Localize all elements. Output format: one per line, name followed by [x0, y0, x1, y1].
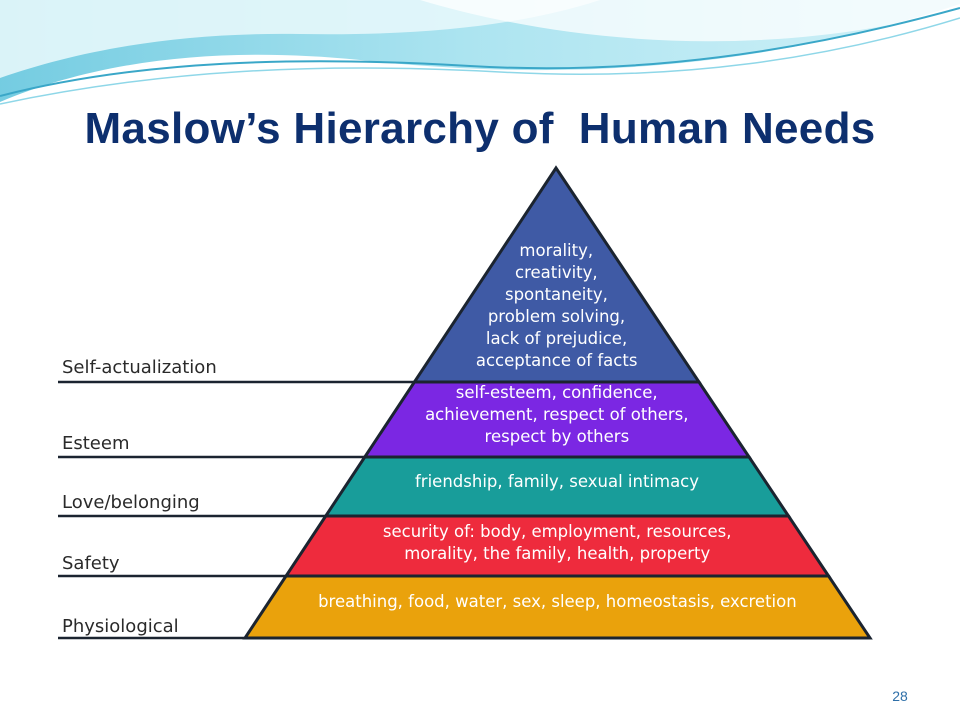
slide-title: Maslow’s Hierarchy of Human Needs	[84, 104, 876, 153]
level-text-self-actualization: morality,	[519, 241, 593, 260]
level-text-esteem: respect by others	[485, 427, 630, 446]
level-label-self-actualization: Self-actualization	[62, 357, 217, 378]
level-name-labels: Self-actualizationEsteemLove/belongingSa…	[62, 357, 217, 637]
pyramid-level-texts: morality, creativity, spontaneity, problem …	[318, 241, 797, 611]
level-label-physiological: Physiological	[62, 616, 179, 637]
level-label-safety: Safety	[62, 553, 120, 574]
level-text-self-actualization: creativity,	[515, 263, 598, 282]
level-text-love-belonging: friendship, family, sexual intimacy	[415, 472, 699, 491]
level-label-love-belonging: Love/belonging	[62, 492, 200, 513]
header-wave-decoration	[0, 0, 960, 105]
level-text-self-actualization: lack of prejudice,	[486, 329, 627, 348]
level-text-physiological: breathing, food, water, sex, sleep, home…	[318, 592, 797, 611]
pyramid-level-physiological	[242, 574, 873, 640]
pyramid-levels	[242, 165, 873, 640]
level-text-self-actualization: acceptance of facts	[476, 351, 638, 370]
level-text-esteem: self-esteem, confidence,	[456, 383, 658, 402]
level-text-self-actualization: problem solving,	[488, 307, 625, 326]
slide-number: 28	[892, 688, 908, 704]
level-label-esteem: Esteem	[62, 433, 130, 454]
level-text-safety: security of: body, employment, resources…	[383, 522, 732, 541]
level-text-safety: morality, the family, health, property	[404, 544, 710, 563]
level-text-self-actualization: spontaneity,	[505, 285, 608, 304]
label-leader-lines	[58, 380, 415, 640]
level-text-esteem: achievement, respect of others,	[425, 405, 688, 424]
